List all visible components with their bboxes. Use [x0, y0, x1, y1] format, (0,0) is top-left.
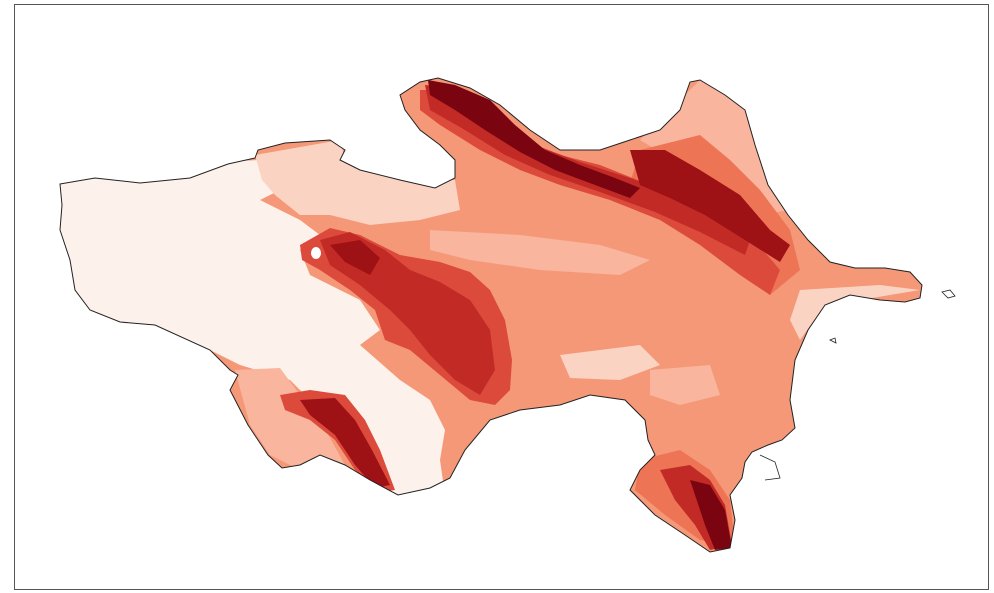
zone-light-southeast	[650, 365, 720, 405]
coast-island-2	[829, 337, 837, 344]
zone-darkest-central	[330, 240, 380, 275]
zone-darkest-south-tip	[690, 480, 732, 550]
zone-light-coast	[790, 285, 920, 340]
zone-light-central	[430, 230, 650, 275]
zone-darker-southwest	[300, 398, 390, 488]
zone-darker-central	[320, 232, 495, 395]
coast-inlet-south	[759, 454, 781, 481]
zone-light-southwest	[235, 368, 345, 470]
value-zones	[60, 80, 920, 550]
coast-island-1	[941, 289, 956, 299]
lake-spot	[311, 247, 321, 259]
zone-darkest-north-ridge	[428, 80, 640, 198]
zone-darkest-east-block	[630, 150, 790, 262]
zone-light-south	[560, 345, 660, 380]
zone-light-north	[255, 140, 460, 225]
